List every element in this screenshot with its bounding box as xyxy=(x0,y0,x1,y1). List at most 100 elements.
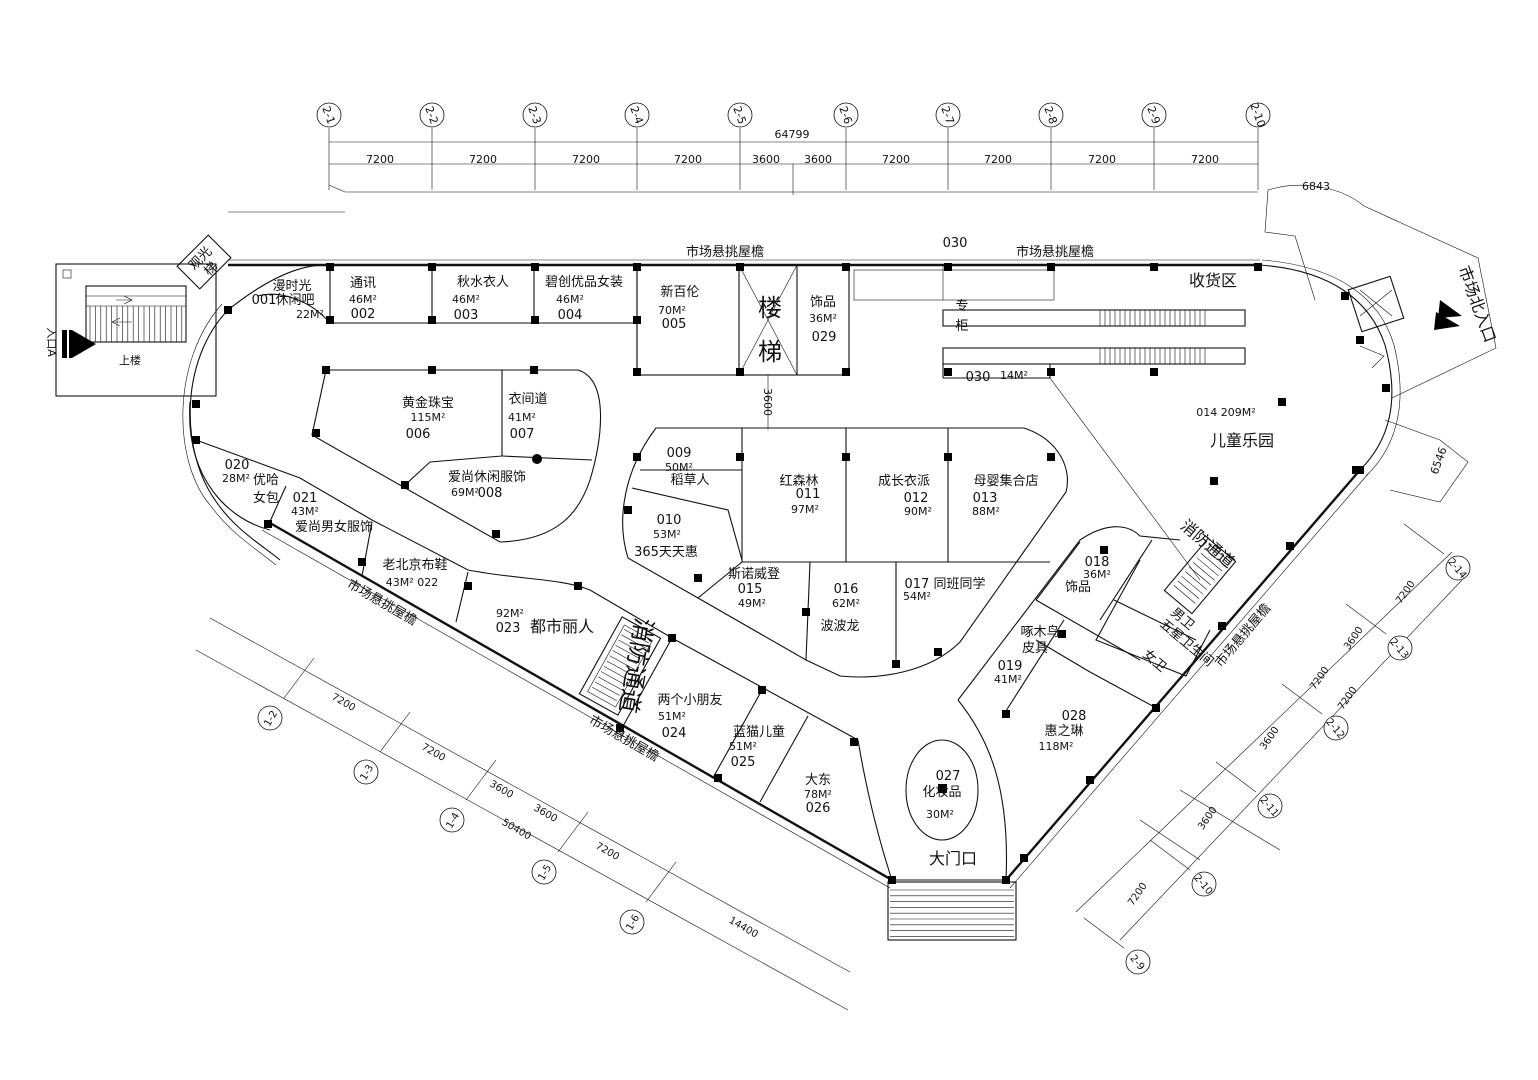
west-entrance: 入口A 上楼 xyxy=(45,263,217,397)
shop-016-name: 波波龙 xyxy=(820,619,859,634)
shop-024-area: 51M² xyxy=(658,710,686,723)
shop-025-name: 蓝猫儿童 xyxy=(733,724,785,740)
sightseeing-elevator: 观光 梯 xyxy=(176,234,232,290)
top-span-dim: 7200 xyxy=(469,153,497,166)
top-span-dim: 7200 xyxy=(1088,153,1116,166)
main-gate-label: 大门口 xyxy=(929,849,977,868)
shop-004-area: 46M² xyxy=(556,293,584,306)
shop-022-label: 43M² 022 xyxy=(386,576,438,589)
shop-012-num: 012 xyxy=(904,491,929,506)
left-total-dim: 50400 xyxy=(500,817,533,842)
axis-label-2-4: 2-4 xyxy=(627,105,645,126)
right-span-dim: 7200 xyxy=(1394,579,1418,606)
top-span-dim: 7200 xyxy=(572,153,600,166)
shop-027-num: 027 xyxy=(936,769,961,784)
shop-026-name: 大东 xyxy=(805,773,831,788)
top-span-dim: 7200 xyxy=(366,153,394,166)
left-grid-axes: 1-21-31-41-51-6 720072003600360072001440… xyxy=(195,617,851,1011)
top-span-dim: 7200 xyxy=(984,153,1012,166)
shop-014-name: 儿童乐园 xyxy=(1210,431,1274,450)
canopy-top-left: 市场悬挑屋檐 xyxy=(686,244,764,260)
structural-columns xyxy=(192,263,1390,884)
stairs-label-2: 梯 xyxy=(758,338,782,366)
shop-013-area: 88M² xyxy=(972,505,1000,518)
shop-008-num: 008 xyxy=(478,486,503,501)
shop-018-num: 018 xyxy=(1085,555,1110,570)
shop-001-name-2: 休闲吧 xyxy=(275,293,314,308)
left-span-dim: 7200 xyxy=(593,841,621,863)
right-span-dim: 3600 xyxy=(1196,805,1220,832)
canopy-top-right: 市场悬挑屋檐 xyxy=(1016,244,1094,260)
shop-009-name: 稻草人 xyxy=(670,473,709,488)
axis-label-2-1: 2-1 xyxy=(319,105,337,126)
shop-015-name: 斯诺威登 xyxy=(728,567,780,582)
shop-020-num: 020 xyxy=(225,458,250,473)
canopy-bottom: 市场悬挑屋檐 xyxy=(586,712,662,765)
left-span-dim: 14400 xyxy=(727,915,760,940)
island-left xyxy=(311,369,602,543)
shop-025-area: 51M² xyxy=(729,740,757,753)
right-span-dim: 3600 xyxy=(1342,625,1366,652)
shop-021-name: 爱尚男女服饰 xyxy=(295,519,373,535)
shop-015-area: 49M² xyxy=(738,597,766,610)
shop-010-name: 365天天惠 xyxy=(634,545,698,560)
stairs-label-1: 楼 xyxy=(758,294,782,322)
top-span-dim: 7200 xyxy=(882,153,910,166)
shop-012-area: 90M² xyxy=(904,505,932,518)
shop-026-area: 78M² xyxy=(804,788,832,801)
shop-008-name: 爱尚休闲服饰 xyxy=(448,470,526,485)
shop-015-num: 015 xyxy=(738,582,763,597)
shop-006-area: 115M² xyxy=(411,411,446,424)
axis-label-2-9: 2-9 xyxy=(1144,105,1162,126)
shop-019-num: 019 xyxy=(998,659,1023,674)
shop-002-name: 通讯 xyxy=(350,276,376,291)
right-span-dim: 7200 xyxy=(1336,685,1360,712)
shop-009-num: 009 xyxy=(667,446,692,461)
shop-028-name: 惠之琳 xyxy=(1044,724,1083,739)
top-span-dim: 7200 xyxy=(1191,153,1219,166)
shop-011-name: 红森林 xyxy=(779,473,818,489)
shop-005-num: 005 xyxy=(662,317,687,332)
north-entrance: 6843 市场北入口 6546 xyxy=(1264,180,1500,503)
shop-027-name: 化妆品 xyxy=(922,785,961,800)
shop-014-label: 014 209M² xyxy=(1196,406,1255,419)
shop-020-area: 28M² xyxy=(222,472,250,485)
shop-018-name: 饰品 xyxy=(1065,580,1091,595)
shop-030-area: 14M² xyxy=(1000,369,1028,382)
left-span-dim: 7200 xyxy=(329,692,357,714)
top-span-dim: 7200 xyxy=(674,153,702,166)
main-gate xyxy=(887,739,1017,941)
shop-010-area: 53M² xyxy=(653,528,681,541)
shop-007-name: 衣间道 xyxy=(508,391,547,407)
top-total-dimension: 64799 xyxy=(775,128,810,141)
shop-029-name: 饰品 xyxy=(810,295,836,310)
shop-013-num: 013 xyxy=(973,491,998,506)
left-span-dim: 7200 xyxy=(419,742,447,764)
shop-019-name-1: 啄木鸟 xyxy=(1020,624,1059,640)
shop-009-area: 50M² xyxy=(665,461,693,474)
canopy-right: 市场悬挑屋檐 xyxy=(1212,600,1274,670)
shop-018-area: 36M² xyxy=(1083,568,1111,581)
shop-011-num: 011 xyxy=(796,487,821,502)
left-span-dim: 3600 xyxy=(531,803,559,825)
fire-exit-label-left: 消防通道 xyxy=(614,616,658,715)
shop-022-name: 老北京布鞋 xyxy=(382,557,447,573)
dim-3600-stairs: 3600 xyxy=(761,388,774,416)
shop-016-num: 016 xyxy=(834,582,859,597)
axis-label-2-3: 2-3 xyxy=(525,105,543,126)
shop-024-name: 两个小朋友 xyxy=(657,692,722,708)
fire-exit-label-right: 消防通道 xyxy=(1177,516,1238,572)
shop-023-name: 都市丽人 xyxy=(530,617,594,636)
shop-006-num: 006 xyxy=(406,427,431,442)
shop-010-num: 010 xyxy=(657,513,682,528)
entrance-a-label: 入口A xyxy=(45,327,58,357)
shop-019-name-2: 皮具 xyxy=(1022,641,1048,656)
left-span-dim: 3600 xyxy=(487,779,515,801)
shop-003-area: 46M² xyxy=(452,293,480,306)
axis-label-2-6: 2-6 xyxy=(836,105,854,126)
shop-001-name-1: 漫时光 xyxy=(272,279,311,294)
counter-label-2: 柜 xyxy=(955,319,968,334)
island-center xyxy=(622,427,1068,678)
